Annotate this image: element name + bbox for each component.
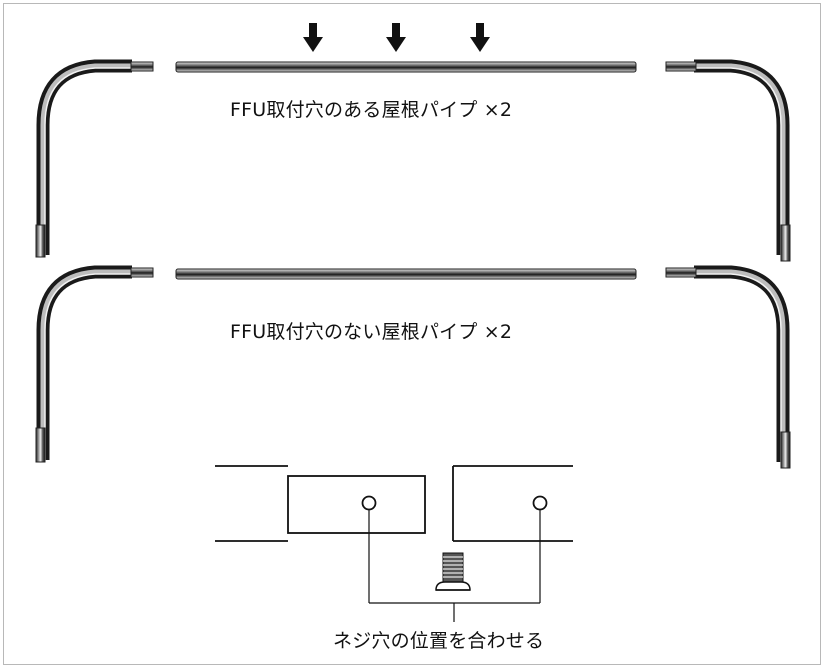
pipe-label-without-holes: FFU取付穴のない屋根パイプ ×2	[230, 321, 513, 343]
roof-pipe-without-holes	[175, 268, 637, 280]
leader-lines	[368, 510, 541, 622]
down-arrow-icon	[303, 23, 323, 52]
screw-icon	[435, 552, 471, 591]
corner-pipe-left	[35, 265, 154, 463]
down-arrow-icon	[386, 23, 406, 52]
pipe-label-with-holes: FFU取付穴のある屋根パイプ ×2	[230, 99, 513, 121]
screw-hole	[532, 495, 548, 511]
screw-hole	[361, 495, 377, 511]
down-arrow-icon	[470, 23, 490, 52]
screw-alignment-label: ネジ穴の位置を合わせる	[333, 630, 545, 652]
diagram-frame	[3, 3, 821, 665]
corner-pipe-left	[35, 59, 154, 258]
roof-pipe-with-holes	[175, 61, 637, 73]
corner-pipe-right	[665, 265, 791, 469]
pipe-joint-detail	[215, 465, 573, 542]
corner-pipe-right	[665, 59, 791, 262]
